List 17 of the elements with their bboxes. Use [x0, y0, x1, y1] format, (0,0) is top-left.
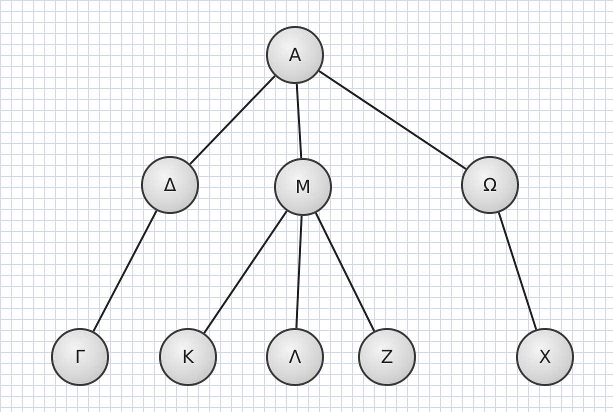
circle-node: Κ — [159, 328, 217, 386]
circle-node: Λ — [266, 328, 324, 386]
circle-node: Ζ — [358, 328, 416, 386]
circle-node: Χ — [516, 328, 574, 386]
connector-line — [296, 84, 302, 158]
connector-line — [92, 210, 158, 332]
connector-line — [189, 75, 276, 165]
circle-node: Μ — [274, 158, 332, 216]
circle-node: Ω — [461, 156, 519, 214]
connector-line — [498, 212, 538, 330]
circle-node: Α — [266, 26, 324, 84]
connector-line — [318, 70, 466, 170]
circle-node: Γ — [51, 328, 109, 386]
connector-line — [203, 210, 288, 334]
connector-line — [295, 216, 303, 328]
connector-line — [314, 212, 376, 332]
circle-node: Δ — [141, 156, 199, 214]
